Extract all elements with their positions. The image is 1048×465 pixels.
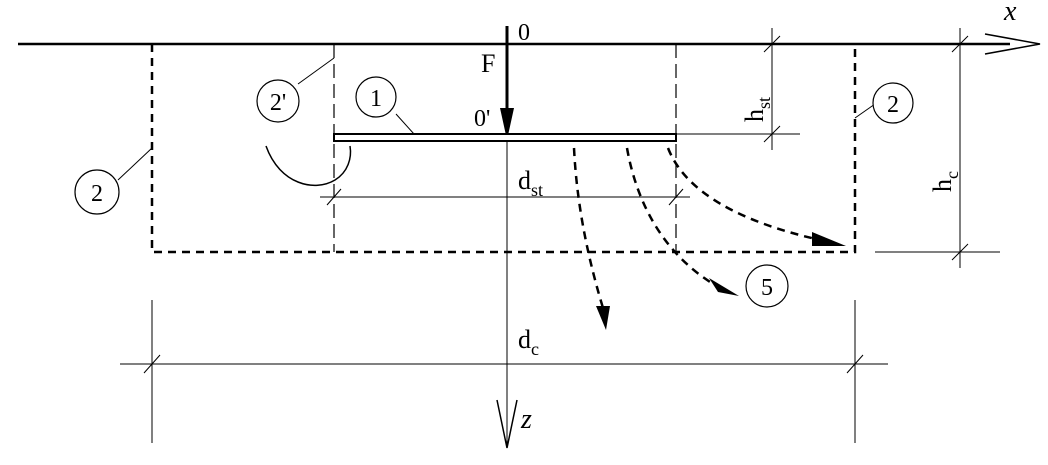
origin-label: 0 (518, 20, 530, 46)
leader-1 (395, 113, 415, 135)
force-label: F (481, 49, 495, 78)
origin-prime-label: 0' (474, 106, 490, 132)
x-axis-label: x (1003, 0, 1017, 27)
trajectory-3 (666, 147, 821, 242)
marker-2-right: 2 (872, 82, 914, 124)
trajectory-2 (625, 147, 716, 287)
dim-hst-tick-bottom (763, 125, 781, 143)
crater-outline-dashed (150, 44, 857, 254)
force-arrowhead (500, 108, 514, 140)
dim-dst-label: dst (518, 166, 543, 200)
dim-dst-tick-left (326, 188, 342, 206)
trajectory-head-1 (596, 306, 610, 330)
dim-hc-tick-top (951, 35, 969, 53)
trajectory-1 (572, 147, 605, 309)
dim-dc-tick-right (846, 354, 864, 374)
leader-2-left (117, 147, 153, 181)
marker-1: 1 (355, 76, 397, 118)
dim-hst-tick-top (763, 35, 781, 53)
dim-hst-label: hst (740, 97, 774, 122)
trajectory-head-3 (812, 232, 846, 246)
svg-text:5: 5 (761, 275, 773, 301)
marker-5: 5 (745, 264, 789, 308)
dim-hc-label: hc (928, 171, 962, 192)
x-axis-arrowhead (984, 33, 1041, 55)
svg-text:2: 2 (887, 92, 899, 118)
dim-dc-tick-left (143, 354, 161, 374)
leader-2prime (297, 57, 335, 85)
marker-2-left: 2 (74, 169, 120, 215)
trajectory-head-2 (709, 278, 739, 296)
leader-2-right (854, 103, 876, 119)
dim-dc-label: dc (518, 325, 539, 359)
z-axis-label: z (520, 404, 532, 435)
plate-stamp (333, 133, 677, 142)
z-axis-arrowhead (496, 399, 518, 449)
dim-hc-tick-bottom (951, 243, 969, 261)
svg-text:2: 2 (91, 181, 103, 207)
marker-2-prime: 2' (256, 79, 300, 123)
rotation-arc (265, 145, 352, 187)
dim-dst-tick-right (668, 188, 684, 206)
svg-text:1: 1 (370, 86, 382, 112)
svg-text:2': 2' (270, 90, 286, 116)
